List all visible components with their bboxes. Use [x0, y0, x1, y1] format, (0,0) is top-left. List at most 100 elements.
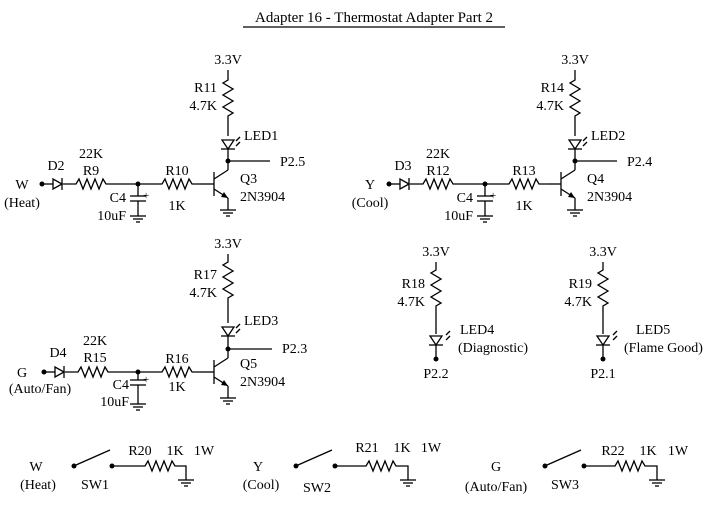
resistor-r21-power: 1W [421, 441, 442, 456]
input-y-sub: (Cool) [352, 196, 389, 211]
input-w-label: W [15, 178, 29, 193]
capacitor-c4-value: 10uF [444, 209, 473, 224]
transistor-q3-type: 2N3904 [240, 190, 285, 205]
diode-d2-ref: D2 [47, 159, 64, 174]
led5-label: LED5 [636, 323, 670, 338]
transistor-q4-ref: Q4 [587, 172, 604, 187]
resistor-r20-value: 1K [166, 444, 183, 459]
resistor-r17-ref: R17 [194, 268, 217, 283]
switch-sw3-ref: SW3 [551, 478, 579, 493]
diagram-title: Adapter 16 - Thermostat Adapter Part 2 [255, 10, 493, 26]
output-p2-2: P2.2 [423, 367, 448, 382]
led5-diode-icon [595, 330, 618, 347]
resistor-r22-power: 1W [668, 444, 689, 459]
switch-sw3-icon [546, 449, 582, 466]
switch-circuit-fan: G (Auto/Fan) SW3 R22 1K 1W [465, 444, 689, 495]
diode-d3-ref: D3 [394, 159, 411, 174]
input-w-sub: (Heat) [4, 196, 40, 211]
supply-label: 3.3V [214, 53, 242, 68]
circuit-heat: 3.3V R11 4.7K LED1 P2.5 Q3 2N3904 R10 1K [4, 53, 305, 224]
input-g-label: G [17, 366, 27, 381]
resistor-r17-value: 4.7K [189, 286, 217, 301]
resistor-r14-value: 4.7K [536, 99, 564, 114]
sw-input-y: Y [253, 460, 263, 475]
resistor-r20 [112, 459, 187, 480]
resistor-r16 [138, 365, 200, 379]
resistor-r12-value: 22K [426, 147, 450, 162]
sw-input-w-sub: (Heat) [20, 478, 56, 493]
resistor-r9-value: 22K [79, 147, 103, 162]
resistor-r19-ref: R19 [569, 277, 592, 292]
resistor-r13 [485, 177, 547, 191]
output-p2-3: P2.3 [282, 342, 307, 357]
svg-text:+: + [490, 190, 496, 202]
circuit-fan: 3.3V R17 4.7K LED3 P2.3 Q5 2N3904 R16 1K [9, 237, 307, 411]
diode-d4-ref: D4 [49, 346, 66, 361]
resistor-r21 [335, 459, 409, 480]
led4-label: LED4 [460, 323, 494, 338]
svg-text:+: + [143, 374, 149, 386]
resistor-r21-ref: R21 [355, 441, 378, 456]
resistor-r13-ref: R13 [512, 164, 535, 179]
sw-input-g: G [491, 460, 501, 475]
output-p2-4: P2.4 [627, 155, 652, 170]
resistor-r14-ref: R14 [541, 81, 564, 96]
resistor-r16-value: 1K [168, 380, 185, 395]
resistor-r11-value: 4.7K [189, 99, 217, 114]
resistor-r18-ref: R18 [402, 277, 425, 292]
resistor-r11 [221, 70, 235, 136]
resistor-r14 [568, 70, 582, 136]
supply-label: 3.3V [214, 237, 242, 252]
supply-label: 3.3V [561, 53, 589, 68]
resistor-r16-ref: R16 [165, 352, 188, 367]
indicator-diagnostic: 3.3V R18 4.7K LED4 (Diagnostic) P2.2 [397, 245, 528, 382]
transistor-q5-type: 2N3904 [240, 375, 285, 390]
output-p2-5: P2.5 [280, 155, 305, 170]
output-p2-1: P2.1 [590, 367, 615, 382]
resistor-r9-ref: R9 [83, 164, 99, 179]
resistor-r9 [63, 177, 138, 191]
switch-sw2-ref: SW2 [303, 481, 331, 496]
switch-sw1-icon [75, 449, 111, 466]
resistor-r15 [65, 365, 138, 379]
supply-label: 3.3V [589, 245, 617, 260]
led2-diode-icon [567, 136, 588, 151]
capacitor-c4-ref: C4 [457, 191, 473, 206]
resistor-r20-ref: R20 [128, 444, 151, 459]
resistor-r19-value: 4.7K [564, 295, 592, 310]
switch-circuit-cool: Y (Cool) SW2 R21 1K 1W [243, 441, 442, 496]
capacitor-c4-value: 10uF [97, 209, 126, 224]
resistor-r10-ref: R10 [165, 164, 188, 179]
resistor-r11-ref: R11 [194, 81, 217, 96]
diode-d4-icon [54, 365, 66, 379]
switch-sw2-icon [297, 449, 333, 466]
resistor-r17 [221, 254, 235, 323]
resistor-r18 [429, 262, 443, 334]
led1-label: LED1 [244, 129, 278, 144]
resistor-r12-ref: R12 [426, 164, 449, 179]
led2-label: LED2 [591, 129, 625, 144]
sw-input-w: W [29, 460, 43, 475]
resistor-r15-value: 22K [83, 334, 107, 349]
input-y-label: Y [365, 178, 375, 193]
led1-diode-icon [220, 136, 241, 151]
switch-sw1-ref: SW1 [81, 478, 109, 493]
diode-d3-icon [399, 177, 411, 191]
resistor-r19 [596, 262, 610, 334]
capacitor-c4-ref: C4 [110, 191, 126, 206]
led4-diode-icon [428, 330, 451, 347]
resistor-r10-value: 1K [168, 199, 185, 214]
sw-input-g-sub: (Auto/Fan) [465, 480, 528, 495]
resistor-r21-value: 1K [393, 441, 410, 456]
led4-description: (Diagnostic) [458, 341, 528, 356]
svg-text:+: + [143, 190, 149, 202]
resistor-r20-power: 1W [194, 444, 215, 459]
resistor-r12 [410, 177, 485, 191]
indicator-flame-good: 3.3V R19 4.7K LED5 (Flame Good) P2.1 [564, 245, 703, 382]
led3-label: LED3 [244, 314, 278, 329]
resistor-r22-value: 1K [639, 444, 656, 459]
led3-diode-icon [220, 323, 241, 338]
resistor-r15-ref: R15 [83, 351, 106, 366]
transistor-q4-type: 2N3904 [587, 190, 632, 205]
